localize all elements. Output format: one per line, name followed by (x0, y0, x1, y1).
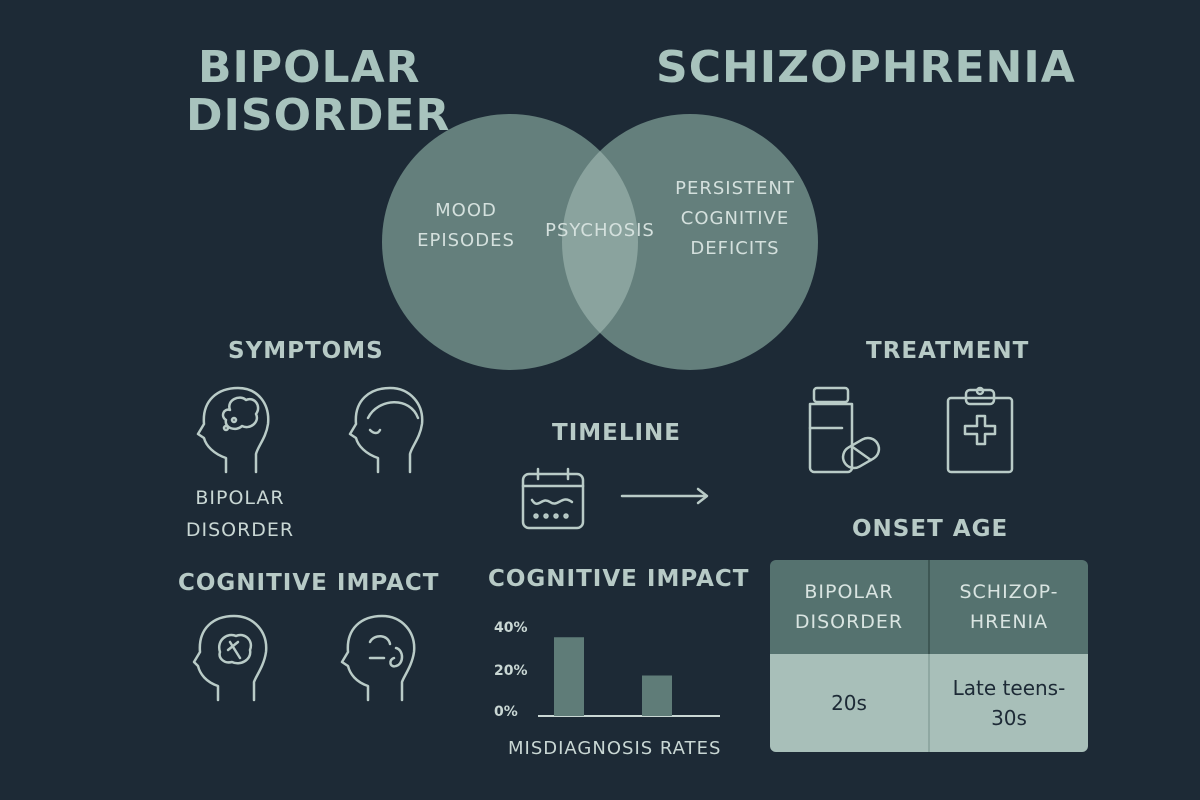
onset-value-bipolar: 20s (770, 654, 930, 752)
venn-left-title: BIPOLAR DISORDER (186, 42, 451, 141)
head-profile-icon (348, 384, 430, 476)
venn-circle-bipolar (382, 114, 638, 370)
venn-right-only-line1: PERSISTENT (675, 178, 795, 199)
onset-value-schizophrenia-line2: 30s (991, 706, 1027, 730)
venn-right-only: PERSISTENT COGNITIVE DEFICITS (660, 174, 810, 264)
symptoms-caption-line1: BIPOLAR (195, 487, 285, 509)
misdiagnosis-bar-chart: 40% 20% 0% (494, 620, 720, 720)
onset-value-bipolar-line1: 20s (831, 691, 867, 715)
venn-left-title-line1: BIPOLAR (198, 42, 421, 93)
head-swirl-icon (340, 612, 422, 704)
calendar-icon (520, 466, 586, 532)
onset-age-heading: ONSET AGE (852, 516, 1009, 542)
onset-header-schizophrenia-line2: HRENIA (969, 611, 1049, 633)
chart-xlabel: MISDIAGNOSIS RATES (508, 738, 722, 759)
venn-right-title: SCHIZOPHRENIA (656, 42, 1076, 93)
onset-header-bipolar: BIPOLAR DISORDER (770, 560, 930, 654)
venn-left-only-line2: EPISODES (417, 230, 515, 251)
clipboard-medical-icon (944, 384, 1016, 476)
onset-header-schizophrenia-line1: SCHIZOP- (959, 581, 1059, 603)
bars-group (554, 637, 672, 716)
symptoms-caption-line2: DISORDER (185, 519, 295, 541)
venn-right-only-line2: COGNITIVE (680, 208, 790, 229)
venn-right-only-line3: DEFICITS (690, 238, 780, 259)
arrow-right-icon (620, 486, 712, 506)
symptoms-caption: BIPOLAR DISORDER (170, 482, 310, 546)
venn-left-only: MOOD EPISODES (396, 196, 536, 256)
onset-header-row: BIPOLAR DISORDER SCHIZOP- HRENIA (770, 560, 1088, 654)
venn-diagram (382, 114, 818, 370)
symptoms-heading: SYMPTOMS (228, 338, 384, 364)
onset-value-schizophrenia: Late teens- 30s (929, 654, 1088, 752)
cognitive-impact-heading: COGNITIVE IMPACT (178, 570, 440, 596)
chart-bar (642, 675, 672, 716)
onset-value-schizophrenia-line1: Late teens- (952, 676, 1066, 700)
y-tick-label: 0% (494, 704, 518, 720)
chart-bar (554, 637, 584, 716)
head-brain-icon (196, 384, 274, 476)
venn-overlap-label: PSYCHOSIS (545, 220, 655, 241)
timeline-heading: TIMELINE (552, 420, 682, 446)
venn-left-only-line1: MOOD (435, 200, 497, 221)
onset-header-bipolar-line2: DISORDER (794, 611, 904, 633)
onset-header-bipolar-line1: BIPOLAR (804, 581, 894, 603)
pill-bottle-icon (804, 384, 884, 476)
onset-value-row: 20s Late teens- 30s (770, 654, 1088, 752)
venn-left-title-line2: DISORDER (186, 90, 451, 141)
onset-age-table: BIPOLAR DISORDER SCHIZOP- HRENIA 20s Lat… (770, 560, 1088, 752)
head-crossed-brain-icon (192, 612, 274, 704)
y-tick-label: 20% (494, 663, 528, 679)
chart-title: COGNITIVE IMPACT (488, 566, 750, 592)
treatment-heading: TREATMENT (866, 338, 1030, 364)
y-tick-label: 40% (494, 620, 528, 636)
onset-header-schizophrenia: SCHIZOP- HRENIA (929, 560, 1088, 654)
venn-circle-schizophrenia (562, 114, 818, 370)
